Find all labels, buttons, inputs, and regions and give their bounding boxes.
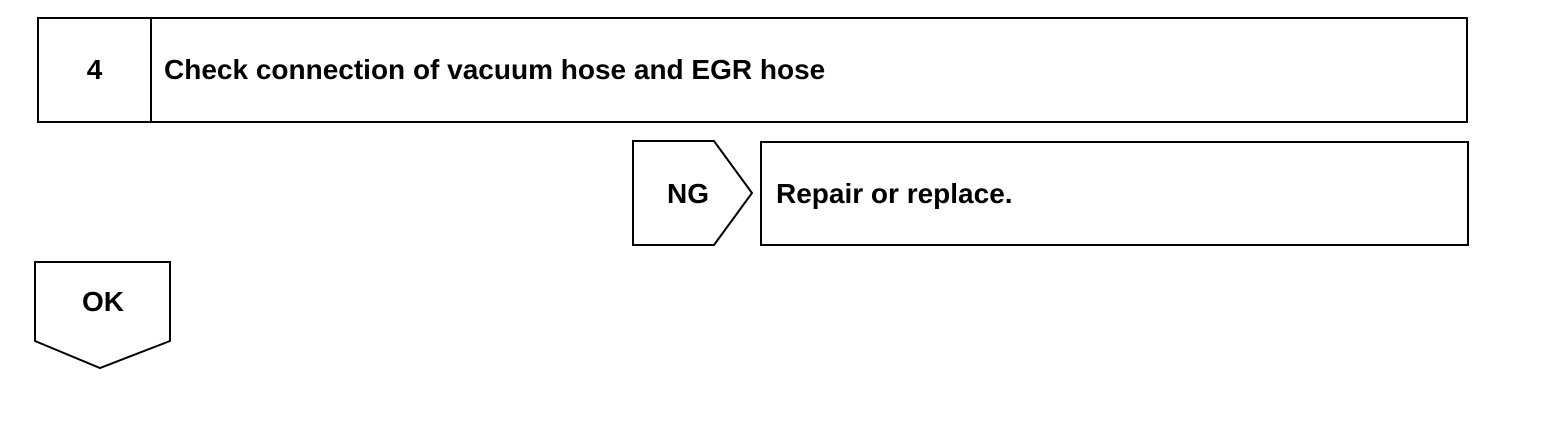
ng-action-box: Repair or replace.	[760, 141, 1469, 246]
step-number: 4	[39, 19, 152, 121]
ng-action-text: Repair or replace.	[776, 177, 1013, 209]
ok-arrow-outline	[34, 261, 171, 370]
step-title: Check connection of vacuum hose and EGR …	[164, 54, 826, 85]
step-box: 4 Check connection of vacuum hose and EG…	[37, 17, 1468, 123]
ok-label: OK	[82, 286, 124, 317]
ok-arrow-shape	[34, 261, 171, 370]
ng-arrow-shape	[632, 140, 754, 246]
ng-label: NG	[667, 178, 709, 209]
ng-arrow-outline	[632, 140, 754, 246]
